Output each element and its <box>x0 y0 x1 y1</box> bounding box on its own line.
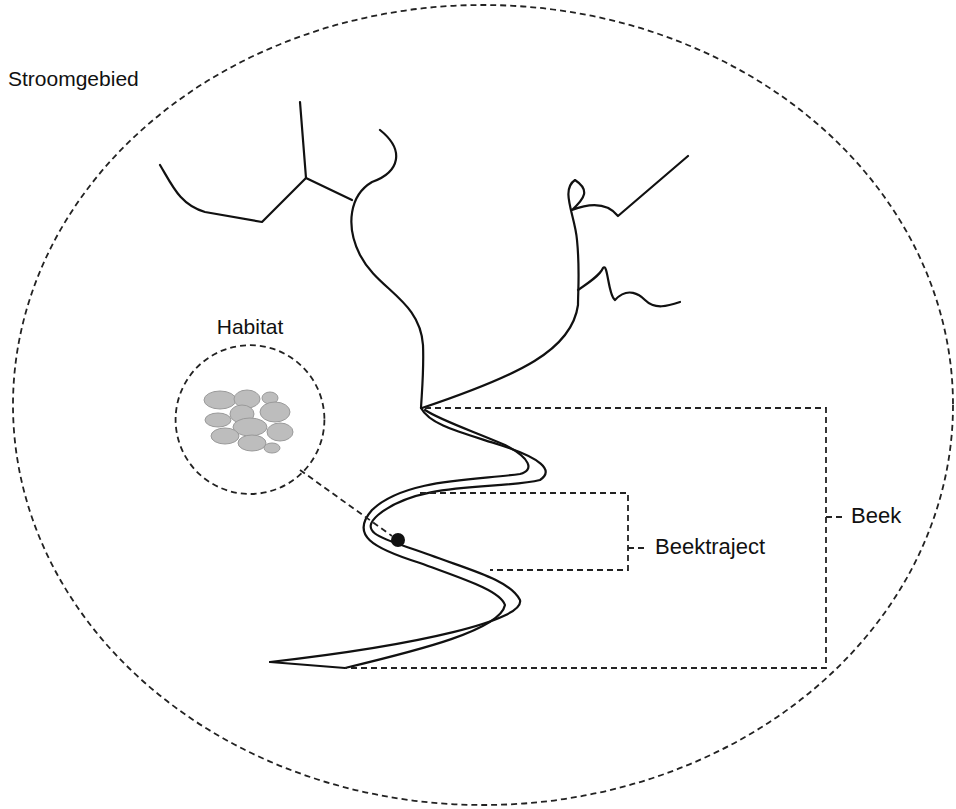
pebble <box>260 402 290 422</box>
node-outline <box>165 314 335 496</box>
bracket-label: Beek <box>849 503 903 529</box>
tributary <box>300 102 306 178</box>
leader-line <box>300 470 392 536</box>
tributary <box>422 156 688 408</box>
pebble <box>264 443 280 453</box>
region-title: Stroomgebied <box>8 66 139 91</box>
region-title: Habitat <box>217 314 284 339</box>
tributary <box>578 267 680 306</box>
stream-upper <box>351 130 423 408</box>
tributary <box>160 165 352 222</box>
stream-bank <box>345 410 528 668</box>
location-dot <box>391 533 405 547</box>
bracket-label: Beektraject <box>653 534 767 560</box>
pebble <box>204 391 236 409</box>
stream-bracket <box>345 408 845 668</box>
pebble <box>267 423 293 441</box>
stream-bank <box>270 408 546 662</box>
stream-mouth <box>270 662 345 668</box>
pebble <box>238 435 266 451</box>
habitat-outline <box>176 345 325 494</box>
reach-bracket <box>420 493 648 570</box>
habitat-circle: Habitat <box>165 314 335 496</box>
catchment-outline <box>13 5 953 805</box>
pebble <box>211 428 239 444</box>
pebble <box>205 413 231 427</box>
